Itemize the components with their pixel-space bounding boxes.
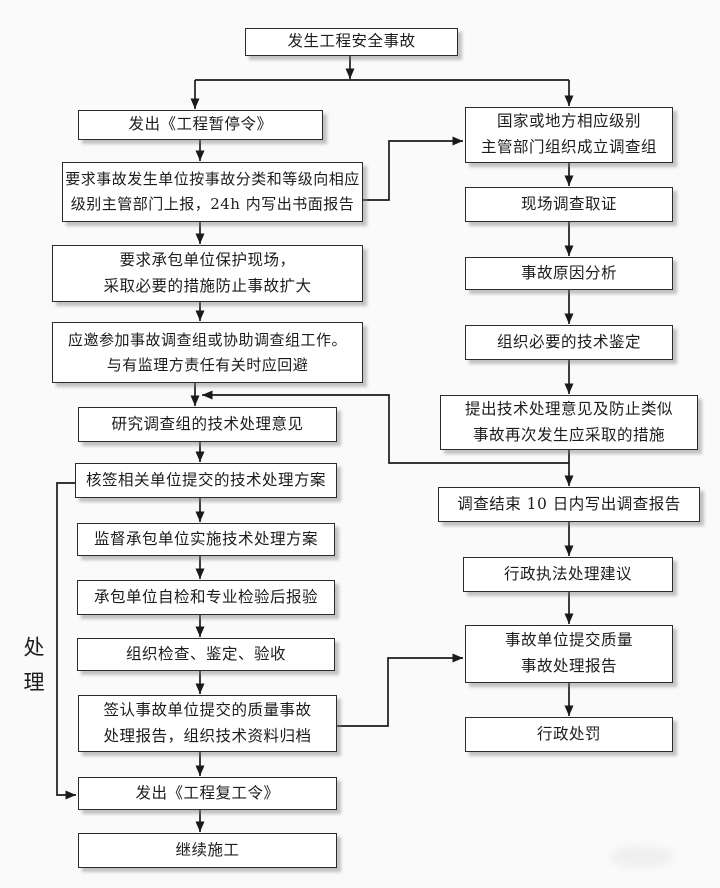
edge-l2-r1	[363, 136, 463, 201]
node-protect-site: 要求承包单位保护现场， 采取必要的措施防止事故扩大	[52, 245, 363, 302]
node-organize-acceptance: 组织检查、鉴定、验收	[77, 638, 335, 671]
node-approve-technical-plan: 核签相关单位提交的技术处理方案	[75, 463, 337, 498]
edge-l6-l11-bypass	[56, 482, 76, 800]
node-report-to-authority: 要求事故发生单位按事故分类和等级向相应 级别主管部门上报，24h 内写出书面报告	[62, 162, 363, 222]
node-technical-appraisal: 组织必要的技术鉴定	[465, 325, 673, 360]
node-issue-resume-order: 发出《工程复工令》	[78, 777, 337, 810]
node-administrative-penalty: 行政处罚	[465, 717, 673, 752]
node-join-investigation-group: 应邀参加事故调查组或协助调查组工作。 与有监理方责任有关时应回避	[52, 322, 363, 383]
node-investigation-report: 调查结束 10 日内写出调查报告	[438, 487, 700, 522]
node-site-investigation: 现场调查取证	[465, 187, 673, 222]
node-enforcement-suggestion: 行政执法处理建议	[463, 557, 673, 592]
node-form-investigation-group: 国家或地方相应级别 主管部门组织成立调查组	[465, 107, 673, 163]
node-cause-analysis: 事故原因分析	[465, 257, 673, 290]
node-submit-quality-report: 事故单位提交质量 事故处理报告	[465, 625, 673, 683]
edge-l10-r8	[337, 653, 463, 727]
node-start: 发生工程安全事故	[245, 28, 458, 56]
watermark	[610, 846, 674, 868]
node-propose-measures: 提出技术处理意见及防止类似 事故再次发生应采取的措施	[440, 395, 698, 450]
side-label-handling: 处理	[21, 636, 45, 706]
node-study-technical-opinions: 研究调查组的技术处理意见	[78, 407, 337, 442]
node-supervise-implementation: 监督承包单位实施技术处理方案	[77, 523, 335, 556]
node-issue-suspension-order: 发出《工程暂停令》	[78, 110, 323, 140]
node-contractor-self-inspection: 承包单位自检和专业检验后报验	[77, 580, 335, 615]
node-continue-construction: 继续施工	[78, 833, 337, 868]
node-sign-accident-report: 签认事故单位提交的质量事故 处理报告，组织技术资料归档	[78, 695, 337, 752]
